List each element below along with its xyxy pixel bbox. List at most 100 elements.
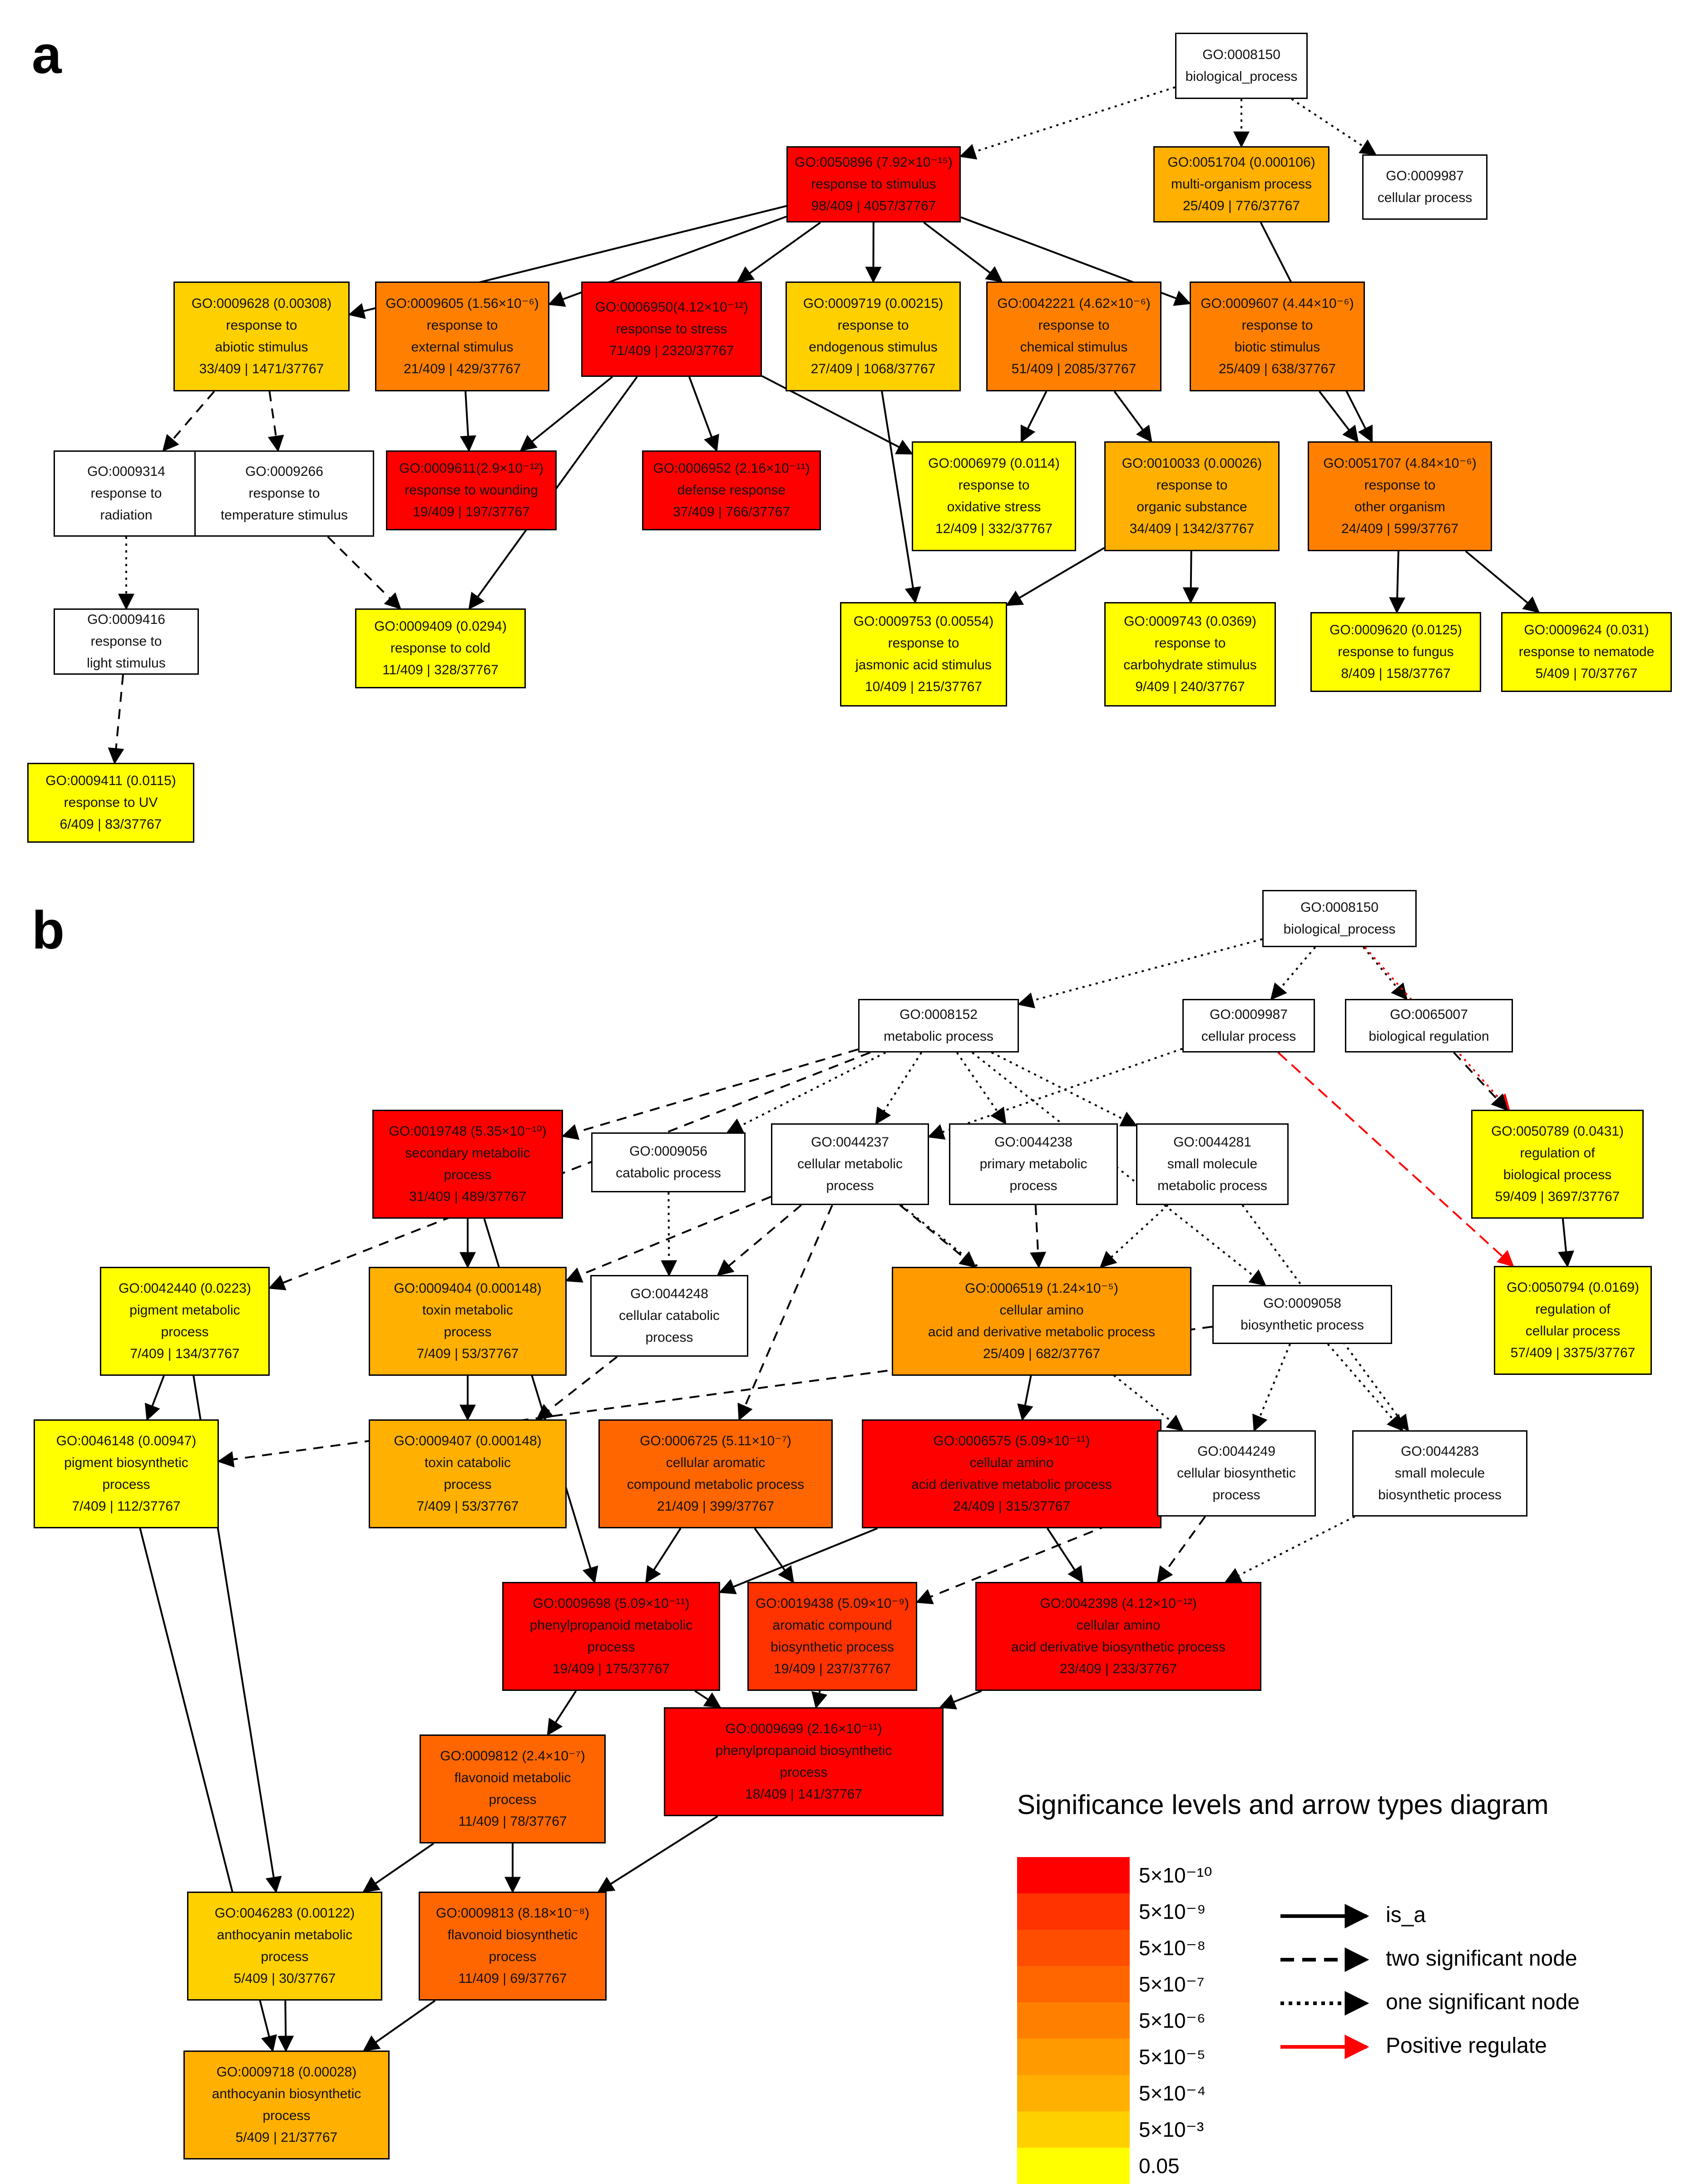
legend-arrow-label: Positive regulate <box>1386 2033 1547 2059</box>
go-node-id: GO:0006979 (0.0114) <box>928 453 1060 474</box>
scale-label: 5×10⁻⁴ <box>1139 2080 1206 2106</box>
go-node-text: flavonoid metabolic <box>455 1767 571 1789</box>
go-node-text: 27/409 | 1068/37767 <box>811 358 936 380</box>
go-node-text: response to nematode <box>1519 641 1655 663</box>
go-node-id: GO:0009416 <box>87 609 165 631</box>
edge-arrow <box>269 391 278 450</box>
go-node-text: biosynthetic process <box>1378 1484 1502 1506</box>
go-node-text: biological process <box>1503 1164 1611 1186</box>
go-node-text: temperature stimulus <box>221 504 348 526</box>
go-node-text: response to <box>838 315 909 336</box>
edge-arrow <box>689 377 717 450</box>
go-node-id: GO:0006950(4.12×10⁻¹²) <box>595 296 748 318</box>
go-node-text: metabolic process <box>1157 1175 1267 1197</box>
go-node-text: catabolic process <box>616 1162 721 1184</box>
go-node-text: 98/409 | 4057/37767 <box>811 195 936 217</box>
scale-label: 5×10⁻⁶ <box>1139 2008 1206 2033</box>
edge-arrow <box>718 1205 801 1275</box>
edge-arrow <box>598 1816 717 1892</box>
go-node-id: GO:0009411 (0.0115) <box>45 770 176 792</box>
go-node-text: aromatic compound <box>772 1615 892 1636</box>
scale-label: 5×10⁻⁸ <box>1139 1935 1206 1961</box>
scale-swatch <box>1017 1893 1130 1930</box>
go-node: GO:0009718 (0.00028)anthocyanin biosynth… <box>183 2051 390 2159</box>
edge-arrow <box>738 222 820 282</box>
go-node-text: response to <box>1156 474 1228 496</box>
go-node-text: 21/409 | 429/37767 <box>404 358 521 380</box>
go-node-text: 34/409 | 1342/37767 <box>1130 518 1255 540</box>
go-node-text: response to <box>249 483 320 504</box>
go-node-id: GO:0009404 (0.000148) <box>394 1278 541 1300</box>
go-node-text: external stimulus <box>411 336 513 358</box>
edge-arrow <box>364 2001 435 2051</box>
go-node-text: response to stimulus <box>811 173 936 195</box>
go-node: GO:0009611(2.9×10⁻¹²)response to woundin… <box>386 450 557 530</box>
go-node-text: anthocyanin metabolic <box>217 1924 353 1946</box>
go-node-text: 37/409 | 766/37767 <box>673 501 790 523</box>
go-node-id: GO:0009813 (8.18×10⁻⁸) <box>436 1902 589 1924</box>
go-node-text: cellular metabolic <box>797 1153 903 1175</box>
edge-arrow <box>285 2001 286 2051</box>
go-node-id: GO:0044248 <box>630 1283 708 1305</box>
edge-arrow <box>1226 1517 1355 1582</box>
edge-arrow <box>1114 391 1151 441</box>
go-node-text: carbohydrate stimulus <box>1123 654 1256 676</box>
edge-arrow <box>876 1052 922 1123</box>
edge-arrow <box>1101 1205 1168 1267</box>
go-node: GO:0006950(4.12×10⁻¹²)response to stress… <box>581 282 762 377</box>
go-node-text: response to cold <box>390 637 490 659</box>
go-node-text: acid derivative metabolic process <box>911 1474 1112 1496</box>
go-node-id: GO:0009987 <box>1210 1004 1288 1026</box>
go-node-id: GO:0006519 (1.24×10⁻⁵) <box>965 1278 1118 1300</box>
go-node-text: flavonoid biosynthetic <box>448 1924 578 1946</box>
go-node-text: other organism <box>1354 496 1445 518</box>
go-node-text: 5/409 | 30/37767 <box>234 1968 336 1990</box>
go-node-text: process <box>489 1789 536 1811</box>
go-node-id: GO:0009698 (5.09×10⁻¹¹) <box>533 1593 689 1615</box>
go-node-id: GO:0009266 <box>245 461 323 483</box>
scale-label: 0.05 <box>1139 2153 1180 2179</box>
go-node-id: GO:0044283 <box>1401 1441 1479 1463</box>
edge-arrow <box>147 1376 164 1419</box>
edge-arrow <box>1397 551 1399 612</box>
go-node-text: 11/409 | 328/37767 <box>382 659 499 681</box>
edge-arrow <box>992 1052 1136 1126</box>
go-node-text: biological regulation <box>1369 1026 1489 1048</box>
edge-arrow <box>114 675 123 763</box>
go-node-text: process <box>444 1474 491 1496</box>
scale-swatch <box>1017 1857 1130 1893</box>
go-node-id: GO:0009743 (0.0369) <box>1124 611 1256 632</box>
go-node-text: defense response <box>677 479 786 501</box>
go-node-text: response to <box>1155 632 1226 654</box>
edge-arrow <box>1023 1376 1031 1419</box>
go-node-id: GO:0042221 (4.62×10⁻⁶) <box>997 293 1151 315</box>
edge-arrow <box>1036 1205 1039 1267</box>
go-node-text: radiation <box>100 504 152 526</box>
edge-arrow <box>900 1205 975 1267</box>
go-node-text: response to stress <box>616 318 727 340</box>
scale-swatch <box>1017 2148 1130 2184</box>
scale-swatch <box>1017 2039 1130 2075</box>
edge-arrow <box>755 1528 793 1582</box>
scale-label: 5×10⁻⁷ <box>1139 1972 1205 1997</box>
go-node-text: process <box>826 1175 874 1197</box>
go-node-text: biological_process <box>1186 66 1298 88</box>
go-node-text: process <box>444 1321 491 1343</box>
go-node-text: compound metabolic process <box>627 1474 804 1496</box>
go-node-text: small molecule <box>1395 1463 1485 1484</box>
edge-arrow <box>924 222 1002 282</box>
go-node-text: 25/409 | 682/37767 <box>983 1343 1100 1365</box>
legend-arrow-label: one significant node <box>1386 1990 1580 2015</box>
go-node-text: 57/409 | 3375/37767 <box>1511 1342 1636 1364</box>
